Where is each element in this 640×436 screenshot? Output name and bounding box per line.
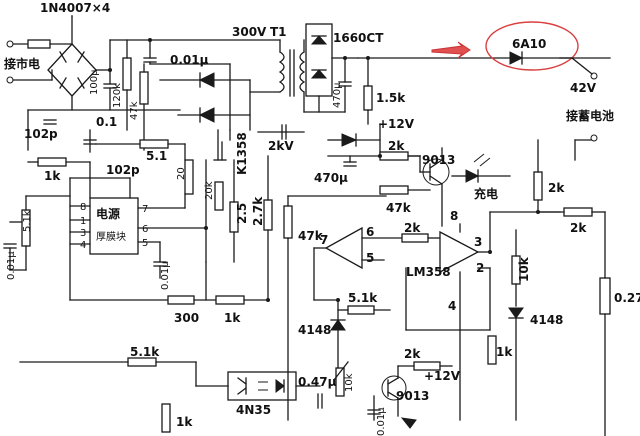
r47k-c-label: 47k [298, 229, 324, 243]
r1k-d-label: 1k [176, 415, 193, 429]
v12-bot-label: +12V [424, 369, 461, 383]
left-bottom: 5.1k 0.01μ 0.01μ [3, 195, 171, 290]
dc-bus: 300V 100μ 0.01μ 120k 47k [89, 25, 281, 151]
r27k-label: 2.7k [251, 196, 265, 226]
r1k-b-label: 1k [496, 345, 513, 359]
c01-label: 0.1 [96, 115, 117, 129]
charge-label: 充电 [474, 186, 498, 201]
r51k-a-label: 5.1k [22, 210, 33, 232]
r2k-c-label: 2k [548, 181, 565, 195]
d4148-a-label: 4148 [530, 313, 563, 327]
r51-label: 5.1 [146, 149, 167, 163]
mains-input: 接市电 [4, 39, 73, 84]
rectifier-1660ct: 1660CT [305, 23, 611, 113]
1660ct-label: 1660CT [333, 31, 384, 45]
pin8-label: 8 [450, 209, 458, 223]
ic-pin5: 5 [142, 238, 148, 249]
r2k-e-label: 2k [404, 347, 421, 361]
ic-pin7: 7 [142, 204, 148, 215]
4n35-label: 4N35 [236, 403, 271, 417]
t1-label: T1 [270, 25, 287, 39]
charge-indicator: 2k 9013 充电 47k [379, 139, 511, 227]
battery-label: 接蓄电池 [566, 108, 614, 123]
bridge-label: 1N4007×4 [40, 1, 110, 15]
v42-label: 42V [570, 81, 597, 95]
r20-label: 20 [176, 167, 187, 180]
optocoupler-4n35: 4N35 [195, 361, 321, 417]
power-mod-label: 电源 [96, 206, 120, 221]
left-components: 102p 0.1 102p 5.1 1k [24, 109, 186, 183]
r2k-d-label: 2k [570, 221, 587, 235]
ic-pin3: 3 [80, 228, 86, 239]
fuse [27, 39, 51, 49]
c001-top-label: 0.01μ [170, 53, 209, 67]
pin6-label: 6 [366, 225, 374, 239]
pin3-label: 3 [474, 235, 482, 249]
mains-label: 接市电 [4, 56, 40, 71]
v12-top-label: +12V [378, 117, 415, 131]
r15k-label: 1.5k [376, 91, 406, 105]
ic-pin8: 8 [80, 202, 86, 213]
k1358-label: K1358 [235, 132, 249, 175]
pin7-label: 7 [320, 233, 328, 247]
c470u-b-label: 470μ [314, 171, 348, 185]
r51k-c-label: 5.1k [130, 345, 160, 359]
mid-bottom: 0.47μ 10k 4148 5.1k 0.01μ [298, 291, 391, 436]
c047u-label: 0.47μ [298, 375, 337, 389]
r20k-label: 20k [204, 181, 215, 200]
junctions [108, 38, 540, 302]
c102p-a-label: 102p [24, 127, 58, 141]
output-filter: 470μ 1.5k 2kV +12V 470μ [257, 57, 421, 185]
c001-bot-label: 0.01μ [376, 407, 387, 436]
mosfet-drive: K1358 20 20k 2.5 [176, 129, 249, 263]
thick-film-label: 厚膜块 [96, 231, 126, 243]
pin4-label: 4 [448, 299, 456, 313]
lm358-label: LM358 [406, 265, 451, 279]
r47k-b-label: 47k [386, 201, 412, 215]
pin5-label: 5 [366, 251, 374, 265]
q9013-b-label: 9013 [396, 389, 429, 403]
bottom-chain: 300 1k 5.1k 1k [19, 261, 269, 433]
r2k-b-label: 2k [404, 221, 421, 235]
divider-verticals: 2.7k 47k [251, 155, 387, 421]
r1k-a-label: 1k [44, 169, 61, 183]
battery-output: 6A10 42V 接蓄电池 [431, 21, 614, 161]
ic-pin6: 6 [142, 224, 148, 235]
bridge-rectifier: 1N4007×4 [40, 1, 111, 111]
transformer-t1: T1 [204, 25, 306, 131]
r120k-label: 120k [112, 83, 123, 108]
transistor-9013-bottom: 9013 2k +12V [381, 347, 461, 429]
c470u-a-label: 470μ [332, 82, 343, 108]
r027-label: 0.27 [614, 291, 640, 305]
d6a10-label: 6A10 [512, 37, 546, 51]
r25-label: 2.5 [235, 203, 249, 224]
lm358: 7 6 5 2k LM358 3 2 8 4 [313, 209, 561, 421]
v300-label: 300V [232, 25, 267, 39]
c100u-label: 100μ [89, 69, 100, 95]
ic-pin4: 4 [80, 240, 86, 251]
c2kv-label: 2kV [268, 139, 294, 153]
q9013-a-label: 9013 [422, 153, 455, 167]
r51k-b-label: 5.1k [348, 291, 378, 305]
highlight-arrow [431, 41, 471, 59]
power-module: 电源 厚膜块 8 1 3 4 7 6 5 [69, 143, 207, 301]
highlight-ring [485, 21, 579, 71]
ic-pin1: 1 [80, 216, 86, 227]
r300-label: 300 [174, 311, 199, 325]
right-network: 2k 2k 10k 4148 1k 0.27 [487, 139, 640, 436]
c001-mid-label: 0.01μ [160, 261, 171, 290]
d4148-b-label: 4148 [298, 323, 331, 337]
c001-left-label: 0.01μ [6, 251, 17, 280]
r10k-b-label: 10k [344, 373, 355, 392]
r10k-a-label: 10k [517, 256, 531, 282]
c102p-b-label: 102p [106, 163, 140, 177]
r1k-c-label: 1k [224, 311, 241, 325]
r2k-a-label: 2k [388, 139, 405, 153]
